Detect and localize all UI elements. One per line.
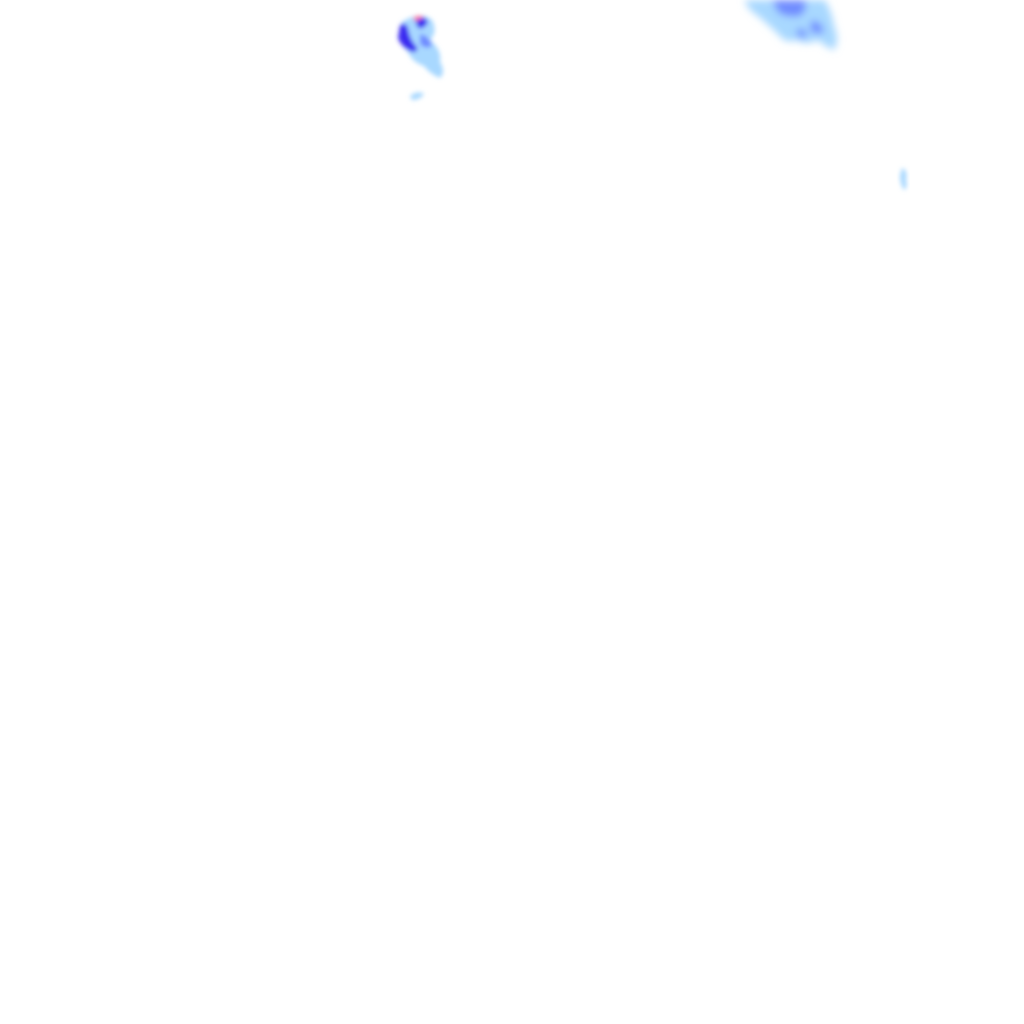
precip-cell-northeast [745,0,837,50]
heavy-precip-area [398,23,418,52]
light-precip-area [410,92,424,100]
light-precip-area [745,0,837,50]
medium-precip-area [796,28,807,38]
medium-precip-area [810,20,824,34]
medium-precip-area [420,34,432,48]
precip-cell-west [398,15,443,100]
medium-precip-area [772,0,806,17]
intense-precip-area [413,15,424,21]
light-precip-area [900,168,907,190]
precip-cell-east [900,168,907,190]
light-precip-area [399,15,443,79]
